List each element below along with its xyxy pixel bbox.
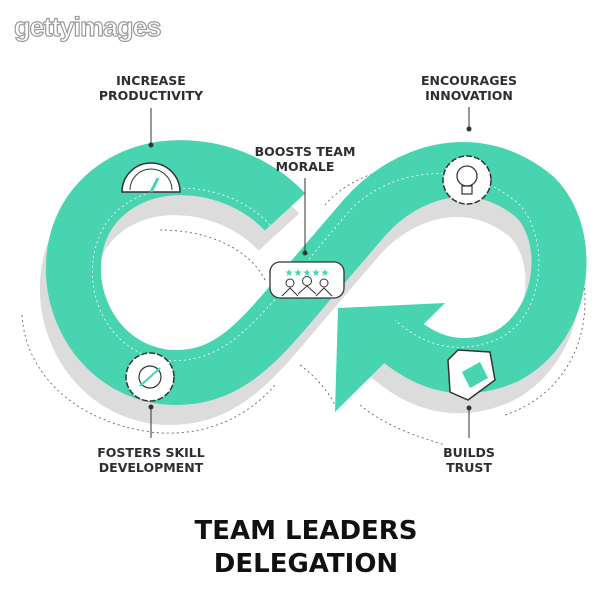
label-line: INCREASE xyxy=(116,73,186,88)
gear-growth-icon xyxy=(125,352,175,402)
label-line: TRUST xyxy=(446,460,492,475)
label-increase-productivity: INCREASE PRODUCTIVITY xyxy=(66,73,236,103)
label-line: FOSTERS SKILL xyxy=(97,445,205,460)
label-line: PRODUCTIVITY xyxy=(98,88,204,103)
label-line: DEVELOPMENT xyxy=(98,460,204,475)
diagram-title: TEAM LEADERS DELEGATION xyxy=(0,515,612,581)
watermark-logo: gettyimages xyxy=(13,11,162,42)
label-line: INNOVATION xyxy=(425,88,513,103)
label-encourages-innovation: ENCOURAGES INNOVATION xyxy=(384,73,554,103)
speedometer-icon xyxy=(121,162,181,193)
label-line: BUILDS xyxy=(443,445,495,460)
label-fosters-skill-development: FOSTERS SKILL DEVELOPMENT xyxy=(66,445,236,475)
label-builds-trust: BUILDS TRUST xyxy=(384,445,554,475)
lightbulb-gear-icon xyxy=(442,155,492,205)
arrowhead xyxy=(335,303,445,412)
handshake-icon xyxy=(447,349,496,401)
title-line-2: DELEGATION xyxy=(213,549,399,579)
label-boosts-team-morale: BOOSTS TEAM MORALE xyxy=(220,144,390,174)
label-line: MORALE xyxy=(275,159,335,174)
label-line: BOOSTS TEAM xyxy=(254,144,356,159)
title-line-1: TEAM LEADERS xyxy=(194,516,418,546)
team-celebration-icon: ★★★★★ xyxy=(269,261,345,299)
svg-text:★★★★★: ★★★★★ xyxy=(285,268,330,279)
label-line: ENCOURAGES xyxy=(420,73,518,88)
